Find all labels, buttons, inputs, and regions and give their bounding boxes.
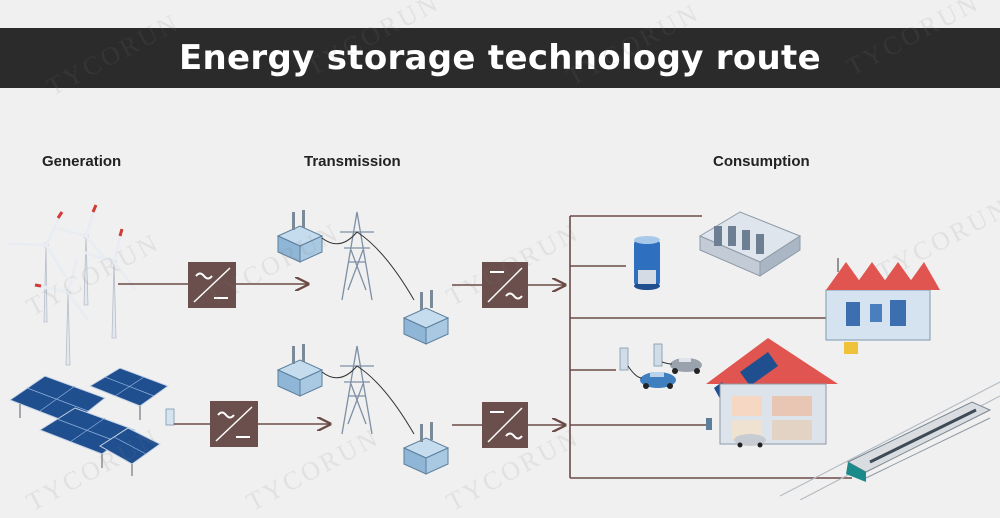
- energy-route-diagram: [8, 204, 1000, 500]
- wind-turbines: [8, 204, 138, 366]
- converter-ac-dc: [188, 262, 236, 308]
- transmission-tower-icon: [340, 211, 374, 301]
- converter-dc-ac: [482, 262, 528, 308]
- solar-panels: [8, 367, 175, 476]
- label-consumption: Consumption: [713, 153, 810, 170]
- transmission-lower: [276, 344, 450, 475]
- connection-lines: [118, 215, 852, 479]
- inverter-box-icon: [165, 408, 175, 426]
- factory-icon: [825, 258, 940, 354]
- wind-turbine-icon: [33, 257, 90, 366]
- label-generation: Generation: [42, 153, 122, 170]
- transformer-icon: [402, 290, 450, 345]
- transformer-icon: [276, 344, 324, 397]
- transmission-tower-icon: [340, 345, 374, 435]
- title-bar: Energy storage technology route: [0, 28, 1000, 88]
- ev-charging-icon: [619, 343, 702, 389]
- transmission-upper: [276, 210, 450, 345]
- data-center-icon: [698, 211, 802, 277]
- car-icon: [640, 372, 676, 389]
- label-transmission: Transmission: [304, 153, 401, 170]
- page-title: Energy storage technology route: [179, 38, 821, 78]
- wind-turbine-icon: [82, 228, 138, 339]
- transformer-icon: [402, 422, 450, 475]
- wind-turbine-icon: [52, 204, 110, 306]
- battery-storage-icon: [634, 236, 660, 290]
- train-icon: [779, 381, 1000, 500]
- solar-panel-icon: [99, 427, 161, 476]
- converter-ac-dc: [210, 401, 258, 447]
- car-icon: [734, 434, 766, 448]
- transformer-icon: [276, 210, 324, 263]
- house-icon: [706, 338, 838, 448]
- car-icon: [670, 358, 702, 374]
- solar-panel-icon: [88, 367, 170, 420]
- converter-dc-ac: [482, 402, 528, 448]
